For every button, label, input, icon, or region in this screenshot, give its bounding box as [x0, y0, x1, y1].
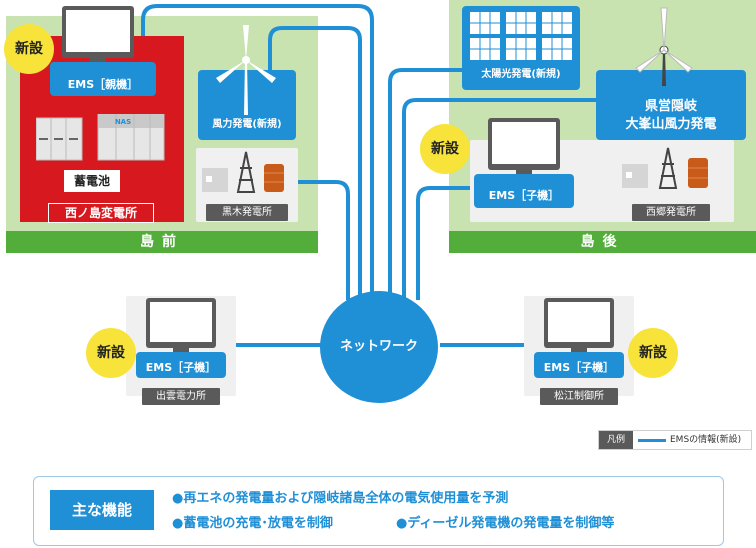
- legend-line-swatch: [638, 439, 666, 442]
- region-dozen-bar: [6, 231, 318, 253]
- network-label: ネットワーク: [339, 339, 418, 354]
- badge-new-saigo: 新設: [420, 124, 470, 174]
- kuroki-name: 黒木発電所: [206, 204, 288, 221]
- function-item-3: ●ディーゼル発電機の発電量を制御等: [396, 516, 615, 531]
- saigo-facility-icons: [618, 146, 718, 196]
- function-item-2: ●蓄電池の充電･放電を制御: [172, 516, 333, 531]
- izumo-name: 出雲電力所: [142, 388, 220, 405]
- monitor-icon: [136, 298, 226, 378]
- ems-parent-unit: [50, 6, 156, 96]
- line-solar: [388, 68, 462, 300]
- badge-new-matsue: 新設: [628, 328, 678, 378]
- solar-unit: [462, 6, 580, 90]
- pref-wind-line1: 県営隠岐: [644, 99, 697, 114]
- ems-saigo-unit: [474, 118, 574, 208]
- region-dogo-bar: [449, 231, 756, 253]
- ems-izumo-label: EMS［子機］: [145, 361, 217, 374]
- line-ems-parent: [141, 4, 374, 300]
- line-saigo: [416, 186, 470, 300]
- matsue-name: 松江制御所: [540, 388, 618, 405]
- battery-units: [36, 114, 166, 164]
- ems-parent-label: EMS［親機］: [67, 78, 139, 91]
- wind-turbine-icon: [596, 7, 746, 140]
- ems-matsue-label: EMS［子機］: [543, 361, 615, 374]
- ems-saigo-label: EMS［子機］: [488, 189, 560, 202]
- tower-tank-icon: [202, 151, 284, 193]
- line-pref-wind: [402, 98, 598, 300]
- tower-tank-icon: [622, 147, 708, 189]
- monitor-icon: [50, 6, 156, 96]
- region-dogo-label: 島後: [580, 234, 625, 250]
- pref-wind-line2: 大峯山風力発電: [625, 117, 717, 132]
- functions-title: 主な機能: [50, 490, 154, 530]
- wind-new-label: 風力発電(新規): [212, 119, 282, 130]
- legend-item: EMSの情報(新設): [670, 435, 742, 445]
- legend-title: 凡例: [599, 431, 633, 449]
- pref-wind-unit: [596, 6, 746, 140]
- network-hub: [320, 291, 438, 403]
- battery-label: 蓄電池: [64, 170, 120, 192]
- saigo-name: 西郷発電所: [632, 204, 710, 221]
- nishinoshima-name: 西ノ島変電所: [48, 203, 154, 223]
- ems-matsue-unit: [534, 298, 624, 378]
- line-kuroki: [296, 180, 350, 300]
- region-dozen-label: 島前: [140, 234, 184, 250]
- wind-turbine-icon: [198, 25, 296, 140]
- line-wind-new: [268, 26, 362, 300]
- monitor-icon: [474, 118, 574, 208]
- battery-unit-text: NAS: [114, 118, 132, 126]
- solar-label: 太陽光発電(新規): [481, 69, 561, 80]
- badge-new-nishinoshima: 新設: [4, 24, 54, 74]
- function-item-1: ●再エネの発電量および隠岐諸島全体の電気使用量を予測: [172, 491, 509, 506]
- solar-panel-icon: [462, 6, 580, 90]
- legend: [598, 430, 752, 450]
- badge-new-izumo: 新設: [86, 328, 136, 378]
- wind-new-unit: [198, 20, 296, 140]
- monitor-icon: [534, 298, 624, 378]
- ems-izumo-unit: [136, 298, 226, 378]
